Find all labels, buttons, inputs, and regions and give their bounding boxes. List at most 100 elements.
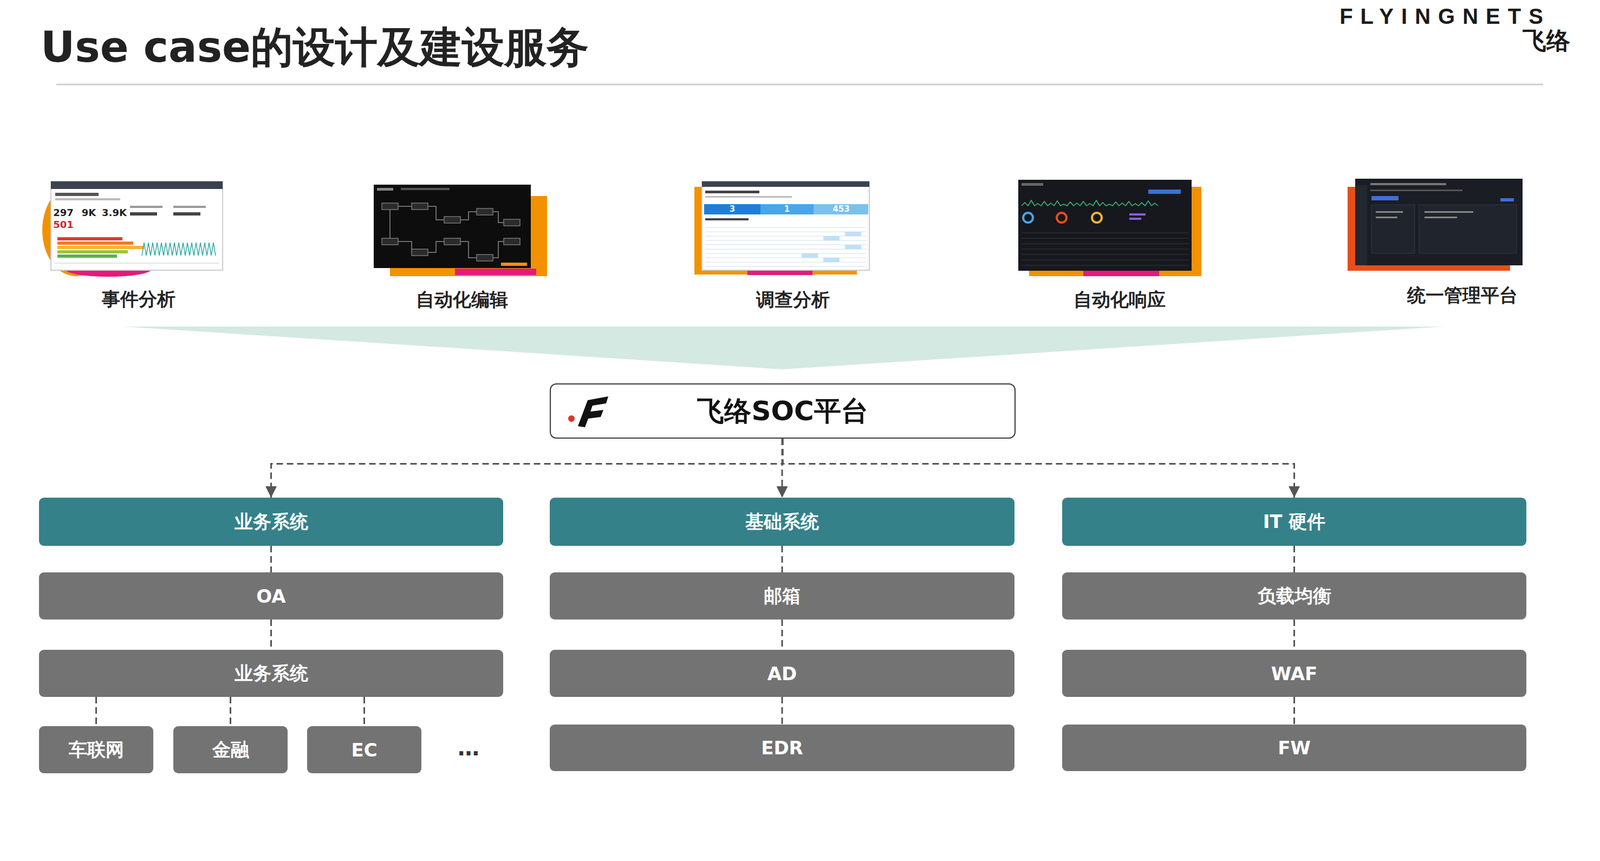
- g-shape: [381, 203, 520, 262]
- rect-shape: [454, 268, 537, 276]
- ellipsis-mark: …: [457, 735, 480, 761]
- screenshot-caption: 调查分析: [756, 288, 830, 311]
- path-shape: [492, 241, 504, 258]
- rect-shape: [1129, 217, 1142, 220]
- rect-shape: [381, 238, 399, 245]
- screenshot-event-analysis: [42, 181, 223, 277]
- caption-holder: 自动化编辑: [348, 288, 576, 315]
- logo-dot: [568, 415, 575, 422]
- rect-shape: [501, 262, 528, 266]
- path-shape: [460, 241, 477, 258]
- rect-shape: [813, 204, 869, 215]
- rect-shape: [823, 236, 840, 241]
- rect-shape: [444, 238, 461, 245]
- category-header: 业务系统: [38, 497, 504, 546]
- box-label: 车联网: [68, 737, 125, 763]
- rect-shape: [1370, 183, 1447, 186]
- path-shape: [398, 205, 412, 207]
- dashed-connector: [270, 545, 272, 573]
- rect-shape: [400, 187, 450, 191]
- line-shape: [705, 262, 867, 263]
- g-shape: [801, 231, 862, 263]
- line-shape: [1021, 265, 1189, 266]
- box-label: AD: [767, 662, 798, 685]
- dashed-connector: [781, 545, 784, 573]
- line-shape: [705, 244, 867, 246]
- system-box: OA: [38, 572, 504, 620]
- screenshot-number: 297: [53, 206, 74, 219]
- rect-shape: [57, 250, 128, 254]
- system-box: FW: [1062, 724, 1527, 772]
- circle-shape: [1023, 212, 1033, 223]
- screenshot-number: 9K: [81, 206, 96, 219]
- rect-shape: [760, 204, 814, 215]
- line-shape: [1021, 254, 1189, 256]
- rect-shape: [373, 184, 531, 269]
- funnel-band: [122, 326, 1445, 370]
- dashed-connector: [270, 619, 272, 650]
- box-label: FW: [1277, 737, 1311, 759]
- screenshot-caption: 自动化响应: [1073, 288, 1166, 311]
- rect-shape: [701, 181, 870, 187]
- screenshot-caption: 统一管理平台: [1407, 284, 1518, 307]
- screenshot-number: 3.9K: [101, 206, 127, 219]
- screenshot-automation-response: [1018, 179, 1202, 277]
- path-shape: [398, 241, 412, 253]
- rect-shape: [1021, 183, 1044, 186]
- line-shape: [54, 262, 220, 264]
- rect-shape: [381, 203, 399, 210]
- title-rule: [56, 83, 1544, 86]
- box-label: WAF: [1271, 662, 1318, 685]
- caption-holder: 统一管理平台: [1348, 284, 1577, 310]
- screenshot-panel: 调查分析: [701, 181, 870, 271]
- line-shape: [1021, 238, 1189, 239]
- rect-shape: [50, 181, 223, 190]
- dashed-connector: [363, 697, 366, 727]
- rect-shape: [1375, 211, 1403, 213]
- rect-shape: [1355, 185, 1368, 266]
- caption-holder: 调查分析: [679, 288, 907, 315]
- rect-shape: [173, 205, 206, 208]
- rect-shape: [1083, 270, 1160, 277]
- rect-shape: [705, 218, 749, 221]
- screenshot-number: 501: [53, 218, 74, 231]
- screenshot-panel: 自动化编辑: [373, 184, 538, 272]
- rect-shape: [476, 254, 493, 262]
- rect-shape: [1424, 216, 1458, 219]
- rect-shape: [1419, 204, 1517, 254]
- path-shape: [427, 241, 445, 253]
- rect-shape: [1500, 198, 1514, 202]
- dashed-connector: [781, 697, 784, 725]
- rect-shape: [411, 249, 428, 256]
- system-box: 金融: [173, 726, 288, 774]
- rect-shape: [1355, 178, 1523, 266]
- path-shape: [460, 211, 477, 220]
- rect-shape: [844, 231, 862, 237]
- rect-shape: [705, 196, 792, 198]
- rect-shape: [1370, 189, 1463, 192]
- box-label: 业务系统: [234, 509, 309, 535]
- rect-shape: [1371, 204, 1415, 254]
- brand-logo-text: 飞络: [1522, 24, 1571, 57]
- rect-shape: [55, 192, 99, 197]
- dashed-connector: [95, 697, 97, 727]
- box-label: IT 硬件: [1263, 509, 1326, 535]
- rect-shape: [50, 181, 223, 271]
- box-label: 业务系统: [234, 661, 309, 687]
- rect-shape: [57, 245, 145, 250]
- rect-shape: [57, 254, 117, 258]
- rect-shape: [1424, 211, 1474, 213]
- rect-shape: [1018, 179, 1192, 271]
- rect-shape: [701, 181, 870, 271]
- line-shape: [1021, 232, 1189, 234]
- line-shape: [705, 240, 867, 242]
- line-shape: [705, 227, 867, 229]
- caption-holder: 事件分析: [24, 288, 253, 314]
- box-label: 邮箱: [763, 583, 801, 609]
- screenshot-number: 453: [832, 204, 850, 214]
- circle-shape: [1091, 212, 1102, 223]
- rect-shape: [1129, 213, 1146, 216]
- rect-shape: [476, 208, 493, 216]
- rect-shape: [444, 216, 461, 224]
